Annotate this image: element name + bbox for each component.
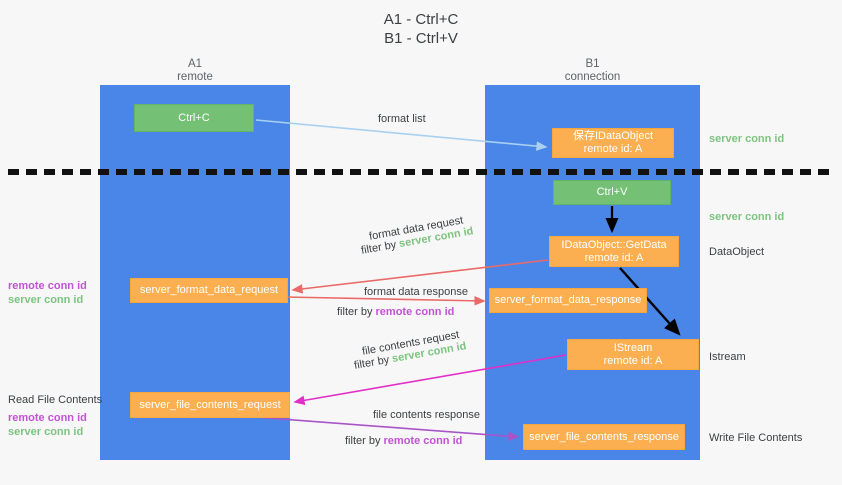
box-save-idataobject[interactable]: 保存IDataObject remote id: A [552, 128, 674, 158]
box-server-file-contents-response[interactable]: server_file_contents_response [523, 424, 685, 450]
box-server-file-contents-request[interactable]: server_file_contents_request [130, 392, 290, 418]
annotation-left-server-conn-id-bottom: server conn id [8, 426, 84, 438]
label-format-data-response-filter: filter by remote conn id [337, 305, 454, 319]
box-istream[interactable]: IStream remote id: A [567, 339, 699, 370]
box-getdata-line1: IDataObject::GetData [561, 238, 667, 251]
label-file-contents-request-filter-prefix: filter by [353, 353, 394, 372]
label-file-contents-response: file contents response [373, 409, 481, 421]
lane-header-a1: A1 remote [100, 58, 290, 84]
annotation-server-conn-id-top: server conn id [709, 133, 785, 145]
label-format-data-response: format data response [364, 286, 468, 298]
box-server-file-contents-response-label: server_file_contents_response [529, 430, 679, 443]
box-istream-line1: IStream [613, 341, 653, 354]
annotation-write-file-contents: Write File Contents [709, 432, 803, 444]
lane-header-b1: B1 connection [485, 58, 700, 84]
label-file-contents-response-filter-prefix: filter by [345, 435, 384, 447]
annotation-left-conn-ids-mid: remote conn id server conn id [8, 279, 87, 307]
annotation-left-server-conn-id-mid: server conn id [8, 294, 84, 306]
label-format-data-request-filter-prefix: filter by [360, 238, 401, 257]
box-save-idataobject-line1: 保存IDataObject [572, 130, 654, 142]
annotation-left-remote-conn-id-mid: remote conn id [8, 280, 87, 292]
box-server-format-data-response-label: server_format_data_response [494, 294, 642, 306]
annotation-left-remote-conn-id-bottom: remote conn id [8, 412, 87, 424]
box-server-format-data-request[interactable]: server_format_data_request [130, 278, 288, 303]
label-file-contents-response-filter: filter by remote conn id [345, 434, 462, 448]
diagram-title: A1 - Ctrl+C B1 - Ctrl+V [0, 10, 842, 48]
box-istream-line2: remote id: A [603, 354, 663, 367]
box-ctrl-v-label: Ctrl+V [596, 186, 628, 198]
label-format-data-response-filter-prefix: filter by [337, 306, 376, 318]
annotation-left-conn-ids-bottom: remote conn id server conn id [8, 411, 87, 439]
box-ctrl-c[interactable]: Ctrl+C [134, 104, 254, 132]
box-getdata-line2: remote id: A [584, 251, 644, 264]
lane-header-b1-title: B1 [585, 58, 600, 70]
annotation-dataobject: DataObject [709, 246, 765, 258]
box-getdata[interactable]: IDataObject::GetData remote id: A [549, 236, 679, 267]
lane-header-a1-subtitle: remote [177, 71, 213, 83]
box-ctrl-c-label: Ctrl+C [178, 111, 210, 124]
title-line-2: B1 - Ctrl+V [384, 30, 458, 47]
label-format-data-response-filter-value: remote conn id [375, 306, 455, 318]
annotation-read-file-contents: Read File Contents [8, 394, 103, 406]
annotation-server-conn-id-mid: server conn id [709, 211, 785, 223]
box-save-idataobject-line2: remote id: A [583, 143, 643, 155]
lane-header-a1-title: A1 [187, 58, 203, 70]
box-server-format-data-request-label: server_format_data_request [139, 284, 279, 296]
box-server-format-data-response[interactable]: server_format_data_response [489, 288, 647, 313]
title-line-1: A1 - Ctrl+C [383, 11, 459, 28]
annotation-istream: Istream [709, 351, 746, 363]
box-ctrl-v[interactable]: Ctrl+V [553, 180, 671, 205]
label-format-list: format list [378, 113, 426, 125]
lane-header-b1-subtitle: connection [564, 71, 621, 83]
box-server-file-contents-request-label: server_file_contents_request [139, 398, 281, 411]
label-file-contents-response-filter-value: remote conn id [383, 435, 463, 447]
